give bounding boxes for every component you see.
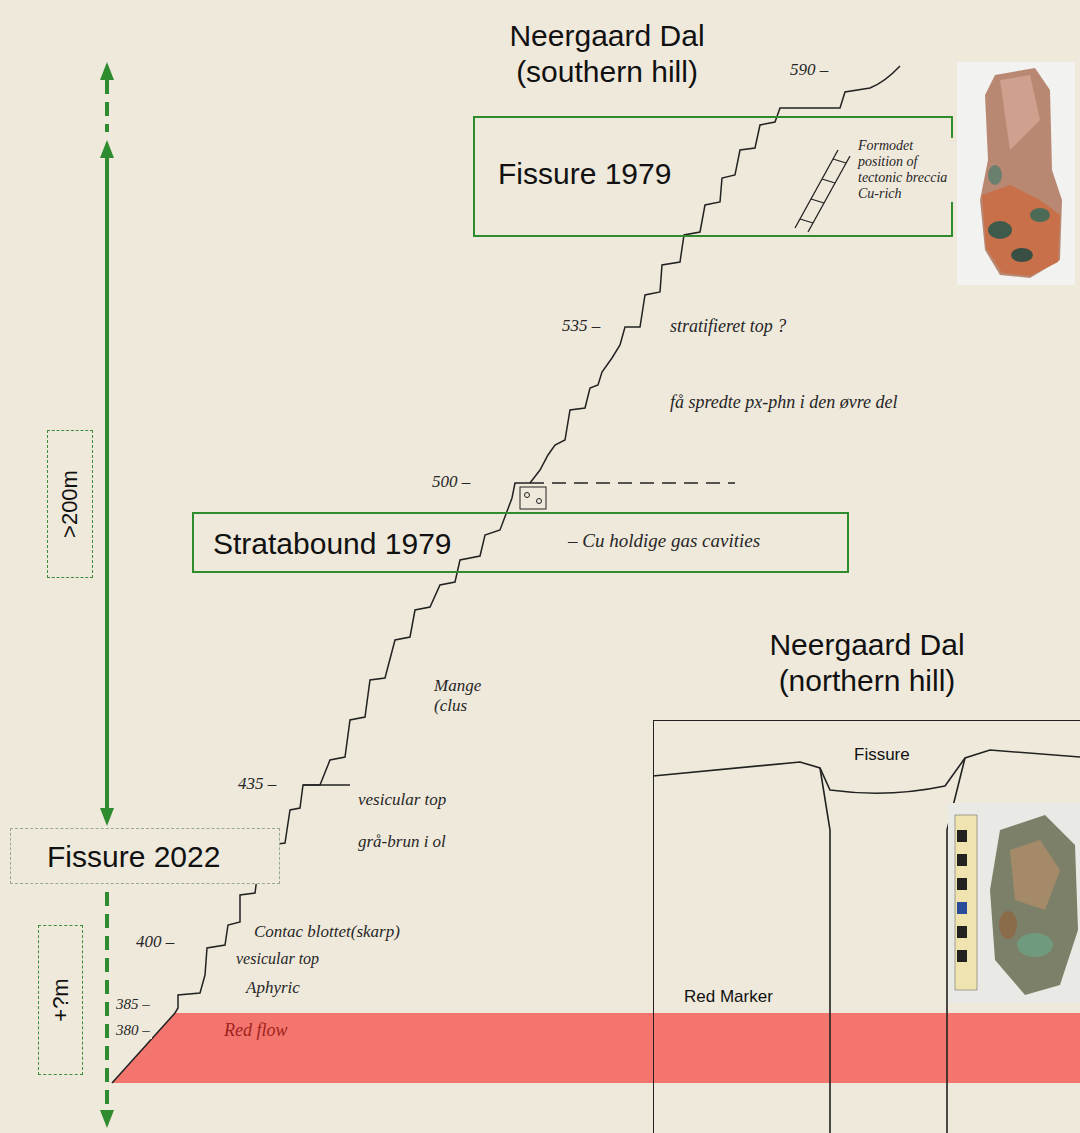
sketch-note: 385 –: [114, 996, 152, 1013]
profile-line: [112, 66, 900, 1083]
diagram-title: Neergaard Dal (southern hill): [457, 18, 757, 90]
height-arrow: [100, 62, 114, 1128]
node-text: Fissure: [854, 745, 910, 765]
sketch-note: Mange (clus: [432, 676, 498, 715]
node-text: Fissure 2022: [47, 839, 220, 875]
sketch-note: 535 –: [560, 316, 602, 336]
sketch-note: Aphyric: [244, 978, 302, 998]
height-box: >200m: [47, 430, 93, 578]
sketch-note: 400 –: [134, 932, 176, 952]
fissure-2022-box: Fissure 2022: [10, 828, 280, 884]
vesicle: [525, 493, 530, 498]
sketch-note: få spredte px-phn i den øvre del: [668, 392, 902, 413]
sketch-note: 500 –: [430, 472, 472, 492]
node-text: Fissure 1979: [495, 156, 674, 192]
red-band: [112, 1013, 1080, 1083]
node-text: Red Marker: [684, 987, 773, 1007]
specimen-photo: [948, 803, 1080, 1003]
sketch-note: 435 –: [236, 774, 278, 794]
sketch-note: vesicular top: [356, 790, 448, 810]
sketch-note: 590 –: [788, 60, 830, 80]
sketch-note: Formodet position of tectonic breccia Cu…: [856, 138, 956, 202]
node-text: >200m: [57, 470, 83, 538]
sketch-note: Red flow: [222, 1020, 290, 1041]
column-symbol: [520, 487, 546, 509]
node-text: Stratabound 1979: [210, 526, 455, 562]
sketch-note: – Cu holdige gas cavities: [566, 530, 762, 552]
vesicle: [537, 499, 542, 504]
node-text: +?m: [47, 978, 73, 1021]
level-line: [530, 482, 735, 484]
sketch-note: stratifieret top ?: [668, 316, 788, 337]
northern-hill-panel: Neergaard Dal (northern hill)FissureRed …: [653, 720, 1080, 1133]
height-box: +?m: [38, 925, 83, 1075]
panel-heading: Neergaard Dal (northern hill): [717, 627, 1017, 699]
specimen-photo: [957, 62, 1075, 285]
breccia-symbol: [795, 150, 850, 232]
sketch-note: vesicular top: [234, 950, 321, 968]
level-line: [303, 784, 350, 786]
hill-profile: [653, 750, 1080, 1133]
sketch-note: 380 –: [114, 1022, 152, 1039]
sketch-note: grå-brun i ol: [356, 832, 448, 852]
sketch-note: Contac blottet(skarp): [252, 922, 402, 942]
